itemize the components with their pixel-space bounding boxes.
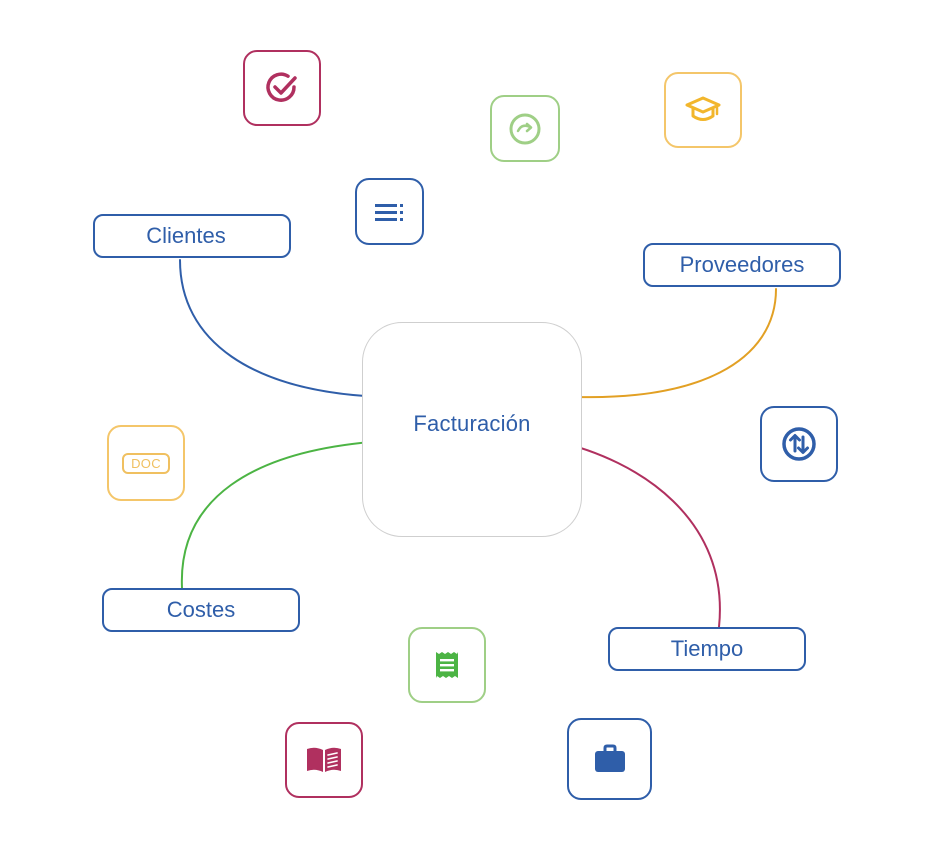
connector-costes	[180, 440, 384, 589]
swap-vertical-icon	[782, 427, 816, 461]
node-costes-label: Costes	[166, 597, 236, 622]
check-circle-icon	[266, 72, 297, 102]
connector-tiempo	[554, 440, 721, 628]
tile-doc[interactable]: DOC	[107, 425, 185, 501]
graduation-cap-icon	[685, 96, 721, 121]
tile-graduation[interactable]	[664, 72, 742, 148]
center-node-label: Facturación	[413, 411, 531, 436]
center-node-facturacion[interactable]: Facturación	[362, 322, 582, 537]
tile-swap[interactable]	[760, 406, 838, 482]
tile-sync[interactable]	[490, 95, 560, 162]
node-proveedores[interactable]: Proveedores	[643, 243, 841, 287]
node-proveedores-label: Proveedores	[679, 252, 805, 277]
node-tiempo-label: Tiempo	[670, 636, 744, 661]
list-icon	[374, 203, 403, 221]
tile-book[interactable]	[285, 722, 363, 798]
node-tiempo[interactable]: Tiempo	[608, 627, 806, 671]
tile-briefcase[interactable]	[567, 718, 652, 800]
doc-file-icon: DOC	[122, 452, 170, 474]
connector-proveedores	[554, 288, 777, 399]
node-costes[interactable]: Costes	[102, 588, 300, 632]
receipt-icon	[436, 652, 458, 678]
tile-check[interactable]	[243, 50, 321, 126]
open-book-icon	[307, 747, 341, 772]
node-clientes[interactable]: Clientes	[93, 214, 291, 258]
sync-circle-icon	[509, 113, 541, 144]
tile-list[interactable]	[355, 178, 424, 245]
tile-receipt[interactable]	[408, 627, 486, 703]
briefcase-icon	[594, 744, 625, 772]
connector-clientes	[179, 259, 384, 398]
node-clientes-label: Clientes	[146, 223, 226, 248]
